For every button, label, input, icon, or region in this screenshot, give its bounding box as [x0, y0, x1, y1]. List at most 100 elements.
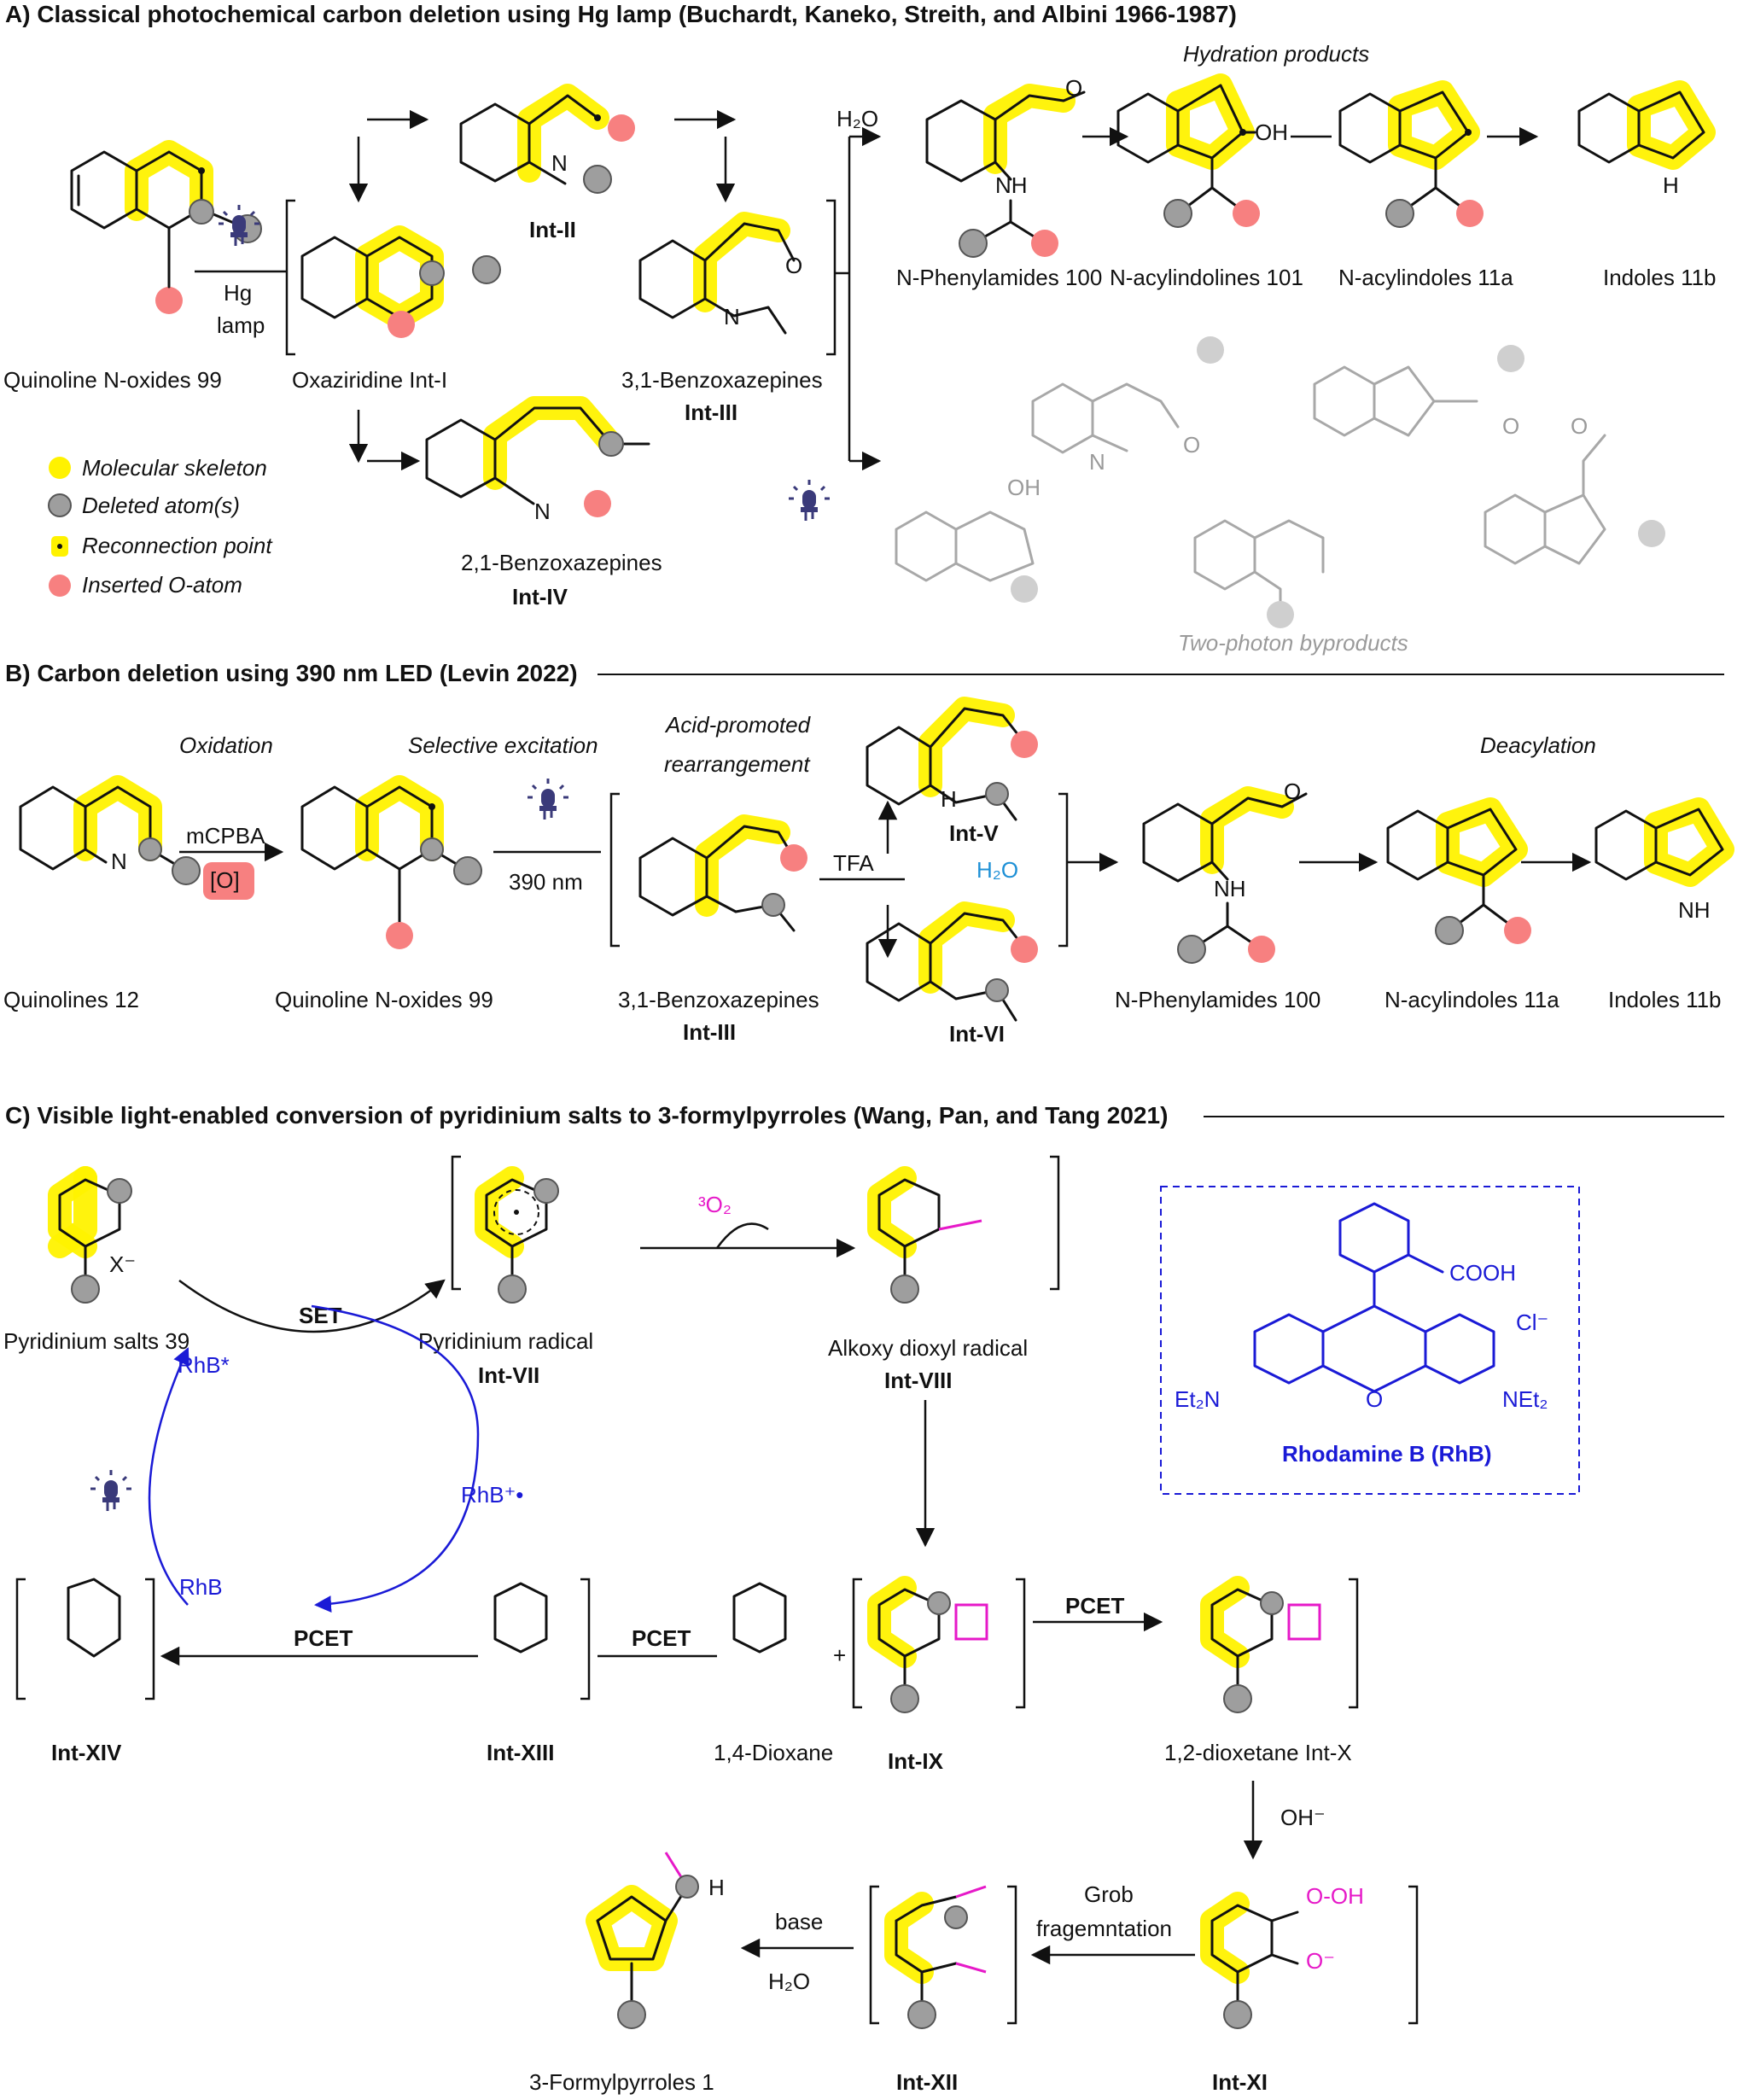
subtitle-twophoton: Two-photon byproducts — [1178, 630, 1408, 656]
n-phenylamide-a — [925, 84, 1086, 258]
reagent-water-a: H₂O — [837, 106, 878, 131]
label-benzoxazepines-b: 3,1-Benzoxazepines — [618, 987, 819, 1012]
reagent-grob1: Grob — [1084, 1881, 1134, 1907]
step-acid1: Acid-promoted — [664, 712, 812, 738]
atom-ooh-int11: O-OH — [1306, 1883, 1364, 1909]
atom-o-int3: O — [785, 253, 802, 278]
cat-net2: NEt₂ — [1502, 1386, 1548, 1412]
led-icon-b — [526, 777, 570, 821]
label-int11: Int-XI — [1212, 2069, 1268, 2095]
section-a-title: A) Classical photochemical carbon deleti… — [5, 1, 1237, 27]
cat-excited: RhB* — [178, 1352, 230, 1378]
label-int9: Int-IX — [888, 1748, 944, 1774]
reagent-o2: ³O₂ — [698, 1192, 732, 1217]
legend: Molecular skeleton Deleted atom(s) Recon… — [48, 455, 273, 598]
label-quinoline-noxide-a: Quinoline N-oxides 99 — [3, 367, 222, 393]
quinoline-n-oxide-a — [70, 140, 262, 314]
legend-label-3: Inserted O-atom — [82, 572, 242, 598]
cat-radical-cation: RhB⁺• — [461, 1482, 523, 1508]
quinoline-n-oxide-b — [300, 775, 482, 949]
cat-cooh: COOH — [1449, 1260, 1516, 1286]
label-formylpyrroles: 3-Formylpyrroles 1 — [529, 2069, 714, 2095]
atom-n-int4: N — [534, 499, 551, 524]
legend-skeleton-icon — [49, 457, 71, 479]
cat-cl: Cl⁻ — [1516, 1310, 1548, 1335]
label-indoles-b: Indoles 11b — [1608, 987, 1722, 1012]
step-excitation: Selective excitation — [408, 732, 598, 758]
n-acylindoline — [1116, 73, 1260, 228]
label-int4: Int-IV — [512, 584, 568, 610]
reagent-x: X⁻ — [109, 1251, 136, 1277]
label-int13: Int-XIII — [487, 1740, 554, 1765]
dioxane-ring — [732, 1582, 787, 1654]
reagent-tfa: TFA — [833, 850, 874, 876]
atom-oh-acylindoline: OH — [1255, 120, 1288, 145]
reagent-pcet-3: PCET — [1065, 1593, 1124, 1619]
int-xi — [1200, 1892, 1299, 2029]
label-int8: Int-VIII — [884, 1368, 952, 1393]
atom-n-int3: N — [724, 304, 740, 330]
reagent-wavelength: 390 nm — [509, 869, 583, 895]
label-phenylamides-b: N-Phenylamides 100 — [1115, 987, 1320, 1012]
label-pyr-radical: Pyridinium radical — [418, 1328, 593, 1354]
cond-lamp: lamp — [217, 312, 265, 338]
label-indoles-a: Indoles 11b — [1603, 265, 1717, 290]
label-phenylamides-a: N-Phenylamides 100 — [896, 265, 1102, 290]
catalyst-box — [1160, 1186, 1580, 1495]
pyridinium-radical — [475, 1166, 559, 1304]
label-int6: Int-VI — [949, 1021, 1005, 1047]
formylpyrrole — [586, 1852, 699, 2029]
legend-deleted-icon — [48, 493, 72, 517]
label-int5: Int-V — [949, 820, 999, 846]
label-acylindoles-a: N-acylindoles 11a — [1338, 265, 1513, 290]
cat-et2n: Et₂N — [1175, 1386, 1220, 1412]
oxocarbenium-ring — [67, 1578, 121, 1658]
int-xii — [884, 1885, 987, 2029]
atom-n-quinoline-b: N — [111, 849, 127, 874]
n-phenylamide-b — [1142, 786, 1308, 964]
atom-o-int11: O⁻ — [1306, 1948, 1335, 1974]
gray-label-1: O — [1183, 432, 1200, 458]
reagent-pcet-2: PCET — [632, 1625, 691, 1651]
atom-nh-int5: H — [941, 786, 957, 812]
gray-label-4: OH — [1007, 475, 1041, 500]
reagent-pcet-1: PCET — [294, 1625, 353, 1651]
int-iii-a — [638, 212, 796, 335]
legend-oatom-icon — [49, 575, 71, 597]
reagent-water-b: H₂O — [976, 857, 1018, 883]
label-pyridinium: Pyridinium salts 39 — [3, 1328, 189, 1354]
rhodamine-b-structure — [1253, 1202, 1495, 1393]
atom-nh-phenylamide-b: NH — [1214, 876, 1246, 901]
visible-light-icon — [89, 1468, 133, 1513]
atom-nh-phenylamide: NH — [995, 172, 1028, 198]
label-quinolines: Quinolines 12 — [3, 987, 139, 1012]
label-dioxane: 1,4-Dioxane — [714, 1740, 833, 1765]
int-v — [866, 697, 1038, 821]
step-deacylation: Deacylation — [1480, 732, 1596, 758]
n-acylindole-a — [1338, 80, 1484, 228]
oxidant-box — [203, 862, 254, 900]
dioxanyl-radical-ring — [493, 1582, 548, 1654]
atom-o-phenylamide: O — [1065, 75, 1082, 101]
reagent-mcpba: mCPBA — [186, 823, 265, 849]
atom-nh-indole-b: NH — [1678, 897, 1711, 923]
gray-label-5: O — [1571, 413, 1588, 439]
label-acylindolines: N-acylindolines 101 — [1110, 265, 1303, 290]
label-quinoline-noxide-b: Quinoline N-oxides 99 — [275, 987, 493, 1012]
legend-label-2: Reconnection point — [82, 533, 273, 558]
plus-sign: + — [833, 1642, 846, 1668]
cat-ground: RhB — [179, 1574, 223, 1600]
int-x — [1200, 1576, 1321, 1713]
label-benzoxazepines31: 3,1-Benzoxazepines — [621, 367, 823, 393]
pyridinium-salt — [48, 1166, 132, 1304]
label-alkoxy: Alkoxy dioxyl radical — [828, 1335, 1028, 1361]
cond-hg: Hg — [224, 280, 252, 306]
oxaziridine-int-i — [300, 225, 501, 338]
alkoxy-dioxyl-radical — [867, 1166, 982, 1304]
label-int12: Int-XII — [896, 2069, 958, 2095]
legend-label-0: Molecular skeleton — [82, 455, 267, 481]
step-acid2: rearrangement — [664, 751, 811, 777]
indole-b — [1594, 797, 1734, 887]
reagent-grob2: fragemntation — [1036, 1916, 1172, 1941]
label-int2: Int-II — [529, 217, 576, 242]
